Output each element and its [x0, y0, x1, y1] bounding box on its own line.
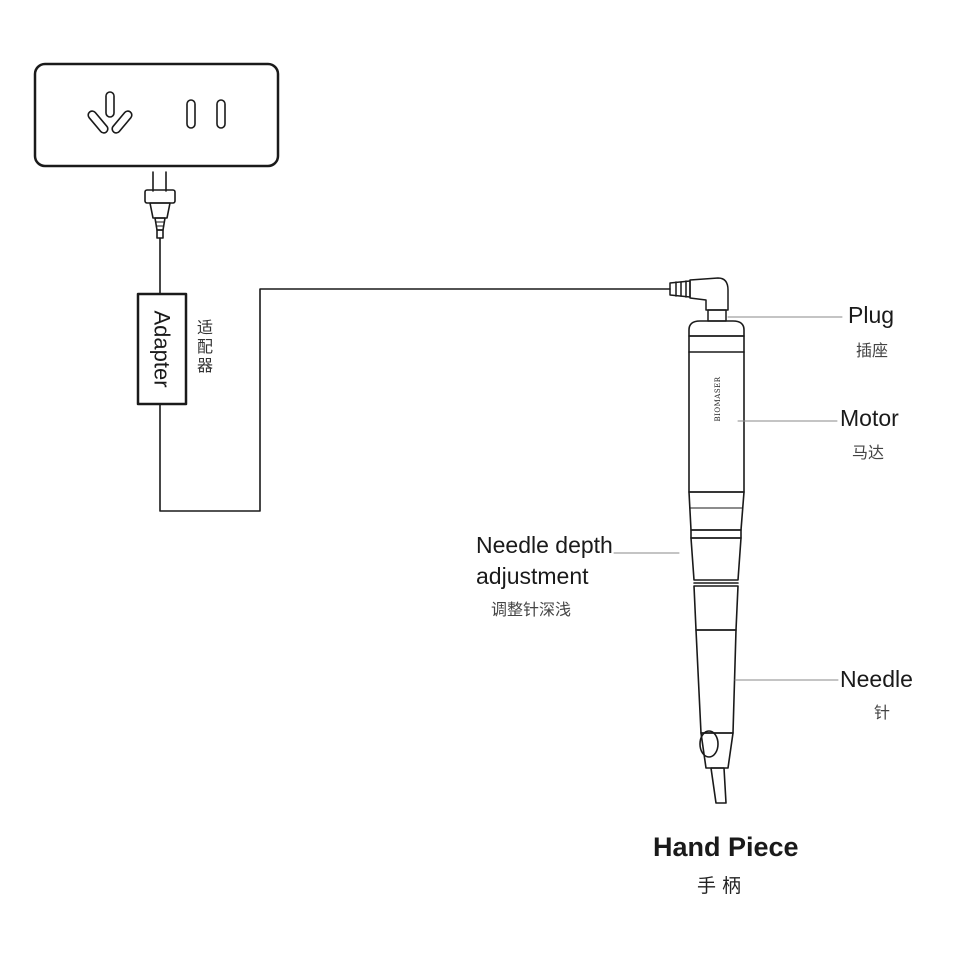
motor-label: Motor: [840, 405, 899, 431]
brand-logo: BIOMASER: [706, 368, 730, 430]
handpiece-title: Hand Piece: [653, 832, 799, 862]
depth-label-line2: adjustment: [476, 563, 589, 589]
adapter-box: [136, 292, 188, 406]
motor-label-cn: 马达: [852, 443, 885, 462]
cable-connector: [669, 277, 729, 322]
plug-label-cn: 插座: [856, 341, 889, 360]
power-cable: [159, 237, 671, 512]
depth-label-line1: Needle depth: [476, 532, 613, 558]
callout-lines: [613, 316, 843, 681]
needle-label: Needle: [840, 666, 913, 692]
power-plug: [144, 171, 176, 239]
brand-text: BIOMASER: [714, 376, 722, 422]
adapter-label: Adapter: [150, 310, 175, 388]
hand-piece: [688, 320, 745, 804]
handpiece-title-cn: 手 柄: [697, 875, 742, 897]
adapter-label-cn: 适配器: [197, 318, 214, 375]
needle-label-cn: 针: [874, 703, 891, 722]
adapter-label-box: Adapter: [138, 294, 186, 404]
plug-label: Plug: [848, 302, 895, 328]
wall-outlet: [33, 62, 280, 168]
depth-label-cn: 调整针深浅: [491, 600, 572, 619]
